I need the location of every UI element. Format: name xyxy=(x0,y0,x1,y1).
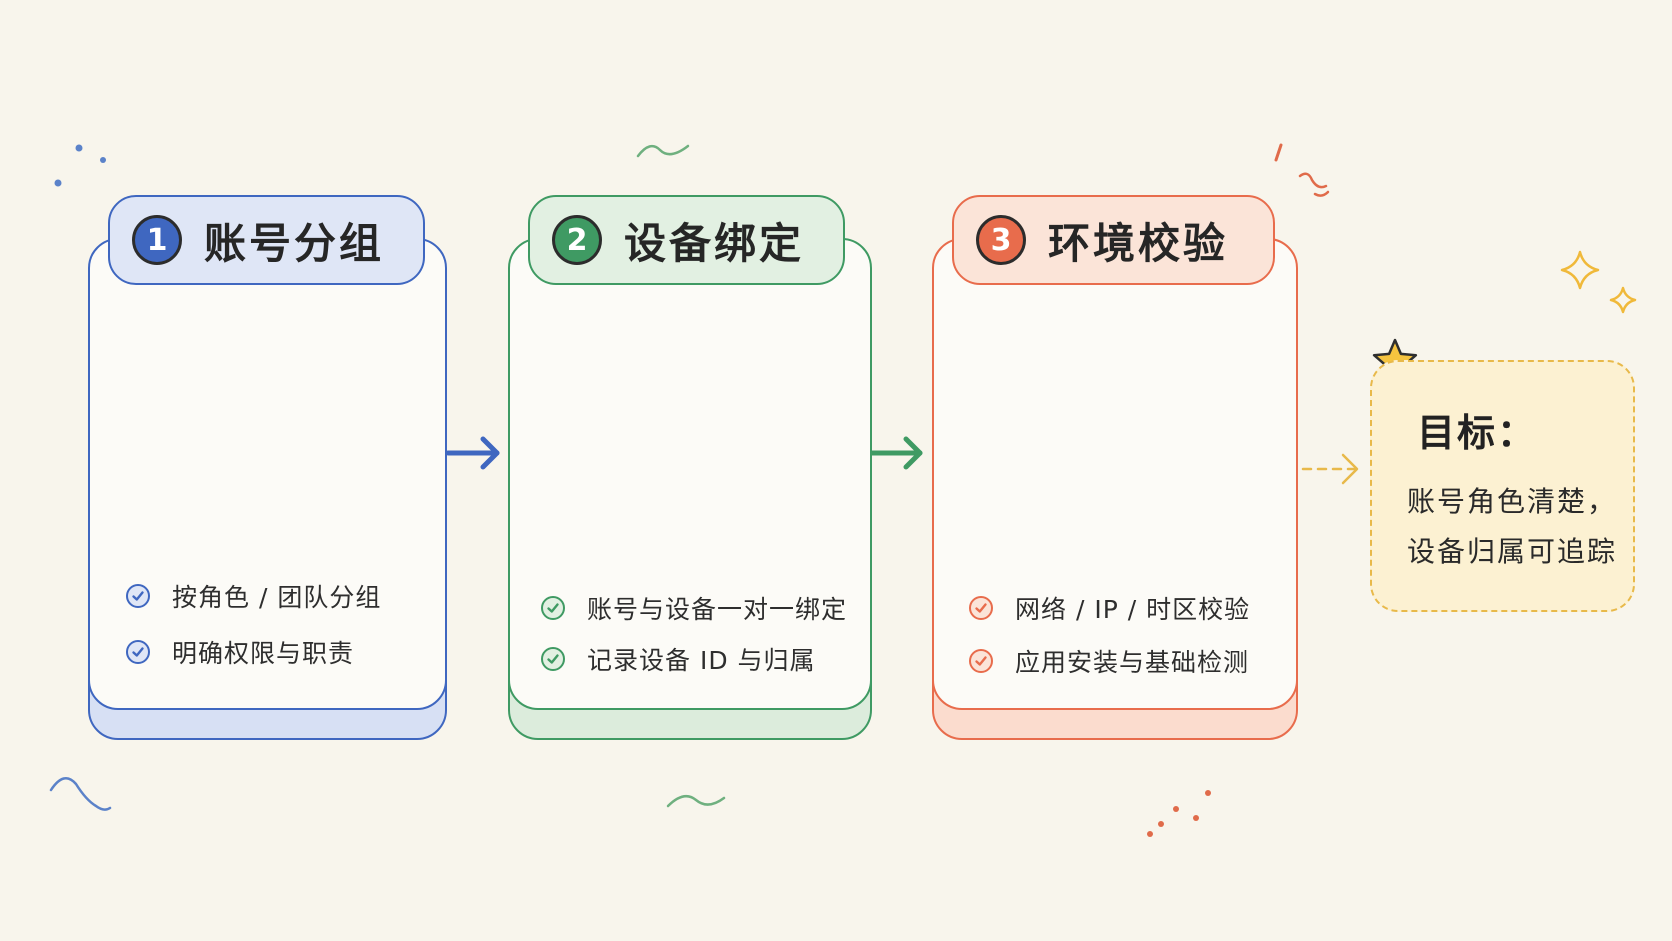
squiggle-doodle xyxy=(1313,190,1330,197)
dot-doodle xyxy=(100,157,106,163)
step1-card xyxy=(88,238,447,710)
goal-line-1: 账号角色清楚， xyxy=(1407,485,1618,518)
bullet-text: 账号与设备一对一绑定 xyxy=(587,595,848,624)
dot-doodle xyxy=(1158,821,1164,827)
list-item: 网络 / IP / 时区校验 xyxy=(969,590,1250,626)
bullet-text: 记录设备 ID 与归属 xyxy=(587,646,816,675)
goal-line-2: 设备归属可追踪 xyxy=(1407,535,1618,568)
list-item: 明确权限与职责 xyxy=(126,634,354,670)
step2-header: 2 设备绑定 xyxy=(528,195,845,285)
check-circle-icon xyxy=(541,647,565,671)
list-item: 应用安装与基础检测 xyxy=(969,643,1249,679)
arrow-right-icon xyxy=(869,436,923,470)
list-item: 记录设备 ID 与归属 xyxy=(541,641,816,677)
dot-doodle xyxy=(1147,831,1153,837)
arrow-right-icon xyxy=(445,436,500,470)
check-circle-icon xyxy=(969,596,993,620)
dash-doodle xyxy=(1274,143,1283,162)
squiggle-doodle xyxy=(1298,172,1328,189)
step2-number-badge: 2 xyxy=(552,215,602,265)
bullet-text: 应用安装与基础检测 xyxy=(1015,648,1250,677)
step3-header: 3 环境校验 xyxy=(952,195,1275,285)
squiggle-doodle xyxy=(636,144,690,158)
sparkle-icon xyxy=(1609,286,1637,314)
goal-title: 目标： xyxy=(1417,411,1538,455)
check-circle-icon xyxy=(126,584,150,608)
bullet-text: 网络 / IP / 时区校验 xyxy=(1015,595,1251,624)
squiggle-doodle xyxy=(666,794,726,808)
list-item: 按角色 / 团队分组 xyxy=(126,578,381,614)
goal-box: 目标： 账号角色清楚， 设备归属可追踪 xyxy=(1370,360,1635,612)
check-circle-icon xyxy=(126,640,150,664)
step3-card xyxy=(932,238,1298,710)
step3-title: 环境校验 xyxy=(1048,218,1229,268)
sparkle-icon xyxy=(1560,250,1600,290)
dot-doodle xyxy=(1205,790,1211,796)
dot-doodle xyxy=(1173,806,1179,812)
dashed-arrow-right-icon xyxy=(1301,453,1359,485)
step1-header: 1 账号分组 xyxy=(108,195,425,285)
check-circle-icon xyxy=(541,596,565,620)
squiggle-doodle xyxy=(49,777,112,811)
dot-doodle xyxy=(1193,815,1199,821)
bullet-text: 明确权限与职责 xyxy=(172,639,355,668)
step2-title: 设备绑定 xyxy=(624,218,805,268)
dot-doodle xyxy=(54,179,62,187)
step3-number-badge: 3 xyxy=(976,215,1026,265)
dot-doodle xyxy=(75,144,83,152)
bullet-text: 按角色 / 团队分组 xyxy=(172,583,382,612)
step1-number-badge: 1 xyxy=(132,215,182,265)
list-item: 账号与设备一对一绑定 xyxy=(541,590,847,626)
check-circle-icon xyxy=(969,649,993,673)
step1-title: 账号分组 xyxy=(204,218,385,268)
step2-card xyxy=(508,238,872,710)
